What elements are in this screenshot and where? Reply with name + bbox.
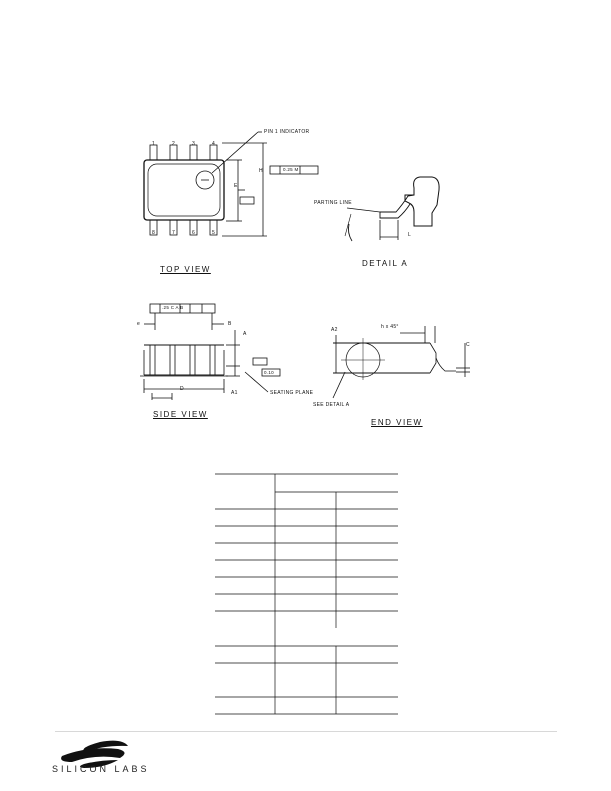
pin-number-label: 4 bbox=[212, 141, 216, 147]
tolerance-frame-label: 0.25 M bbox=[283, 167, 299, 172]
top-pin bbox=[149, 144, 158, 161]
pin-number-label: 1 bbox=[152, 141, 156, 147]
pin-number-label: 7 bbox=[172, 230, 176, 236]
dim-e-label: E bbox=[234, 183, 238, 189]
side-view-title: SIDE VIEW bbox=[153, 410, 208, 419]
top-view bbox=[143, 131, 319, 237]
detail-a-title: DETAIL A bbox=[362, 259, 409, 268]
dim-a1-label: A1 bbox=[231, 390, 238, 396]
seating-plane-label: SEATING PLANE bbox=[270, 390, 314, 396]
package-body-inner bbox=[147, 163, 221, 217]
dim-d-label: D bbox=[180, 386, 184, 392]
footer-divider bbox=[55, 731, 557, 732]
dim-c-label: C bbox=[466, 342, 470, 348]
feature-control-label: .25 C A B bbox=[162, 305, 184, 310]
pin-number-label: 2 bbox=[172, 141, 176, 147]
end-view-title: END VIEW bbox=[371, 418, 423, 427]
pin1-indicator-circle bbox=[195, 170, 215, 190]
pin1-indicator-label: PIN 1 INDICATOR bbox=[264, 129, 310, 135]
pin-number-label: 3 bbox=[192, 141, 196, 147]
see-detail-label: SEE DETAIL A bbox=[313, 402, 350, 408]
dimension-table-grid bbox=[215, 473, 398, 715]
dim-b-label: B bbox=[228, 321, 232, 327]
package-body bbox=[143, 159, 225, 221]
pin-number-label: 6 bbox=[192, 230, 196, 236]
pin-number-label: 8 bbox=[152, 230, 156, 236]
top-pin bbox=[209, 144, 218, 161]
dim-a2-label: A2 bbox=[331, 327, 338, 333]
silicon-labs-logo-icon bbox=[61, 740, 128, 768]
brand-wordmark: SILICON LABS bbox=[52, 764, 150, 774]
dim-h-chamfer-label: h x 45° bbox=[381, 324, 399, 330]
detail-a bbox=[344, 176, 440, 242]
flatness-label: 0.10 bbox=[264, 370, 274, 375]
parting-line-label: PARTING LINE bbox=[314, 200, 352, 206]
dim-l-label: L bbox=[408, 232, 412, 238]
side-view bbox=[140, 303, 281, 400]
top-pin bbox=[169, 144, 178, 161]
top-pin bbox=[189, 144, 198, 161]
pin-number-label: 5 bbox=[212, 230, 216, 236]
top-view-title: TOP VIEW bbox=[160, 265, 211, 274]
dim-h-label: H bbox=[259, 168, 263, 174]
dim-a-label: A bbox=[243, 331, 247, 337]
end-view bbox=[332, 326, 470, 399]
dim-e-pitch-label: e bbox=[137, 321, 141, 327]
